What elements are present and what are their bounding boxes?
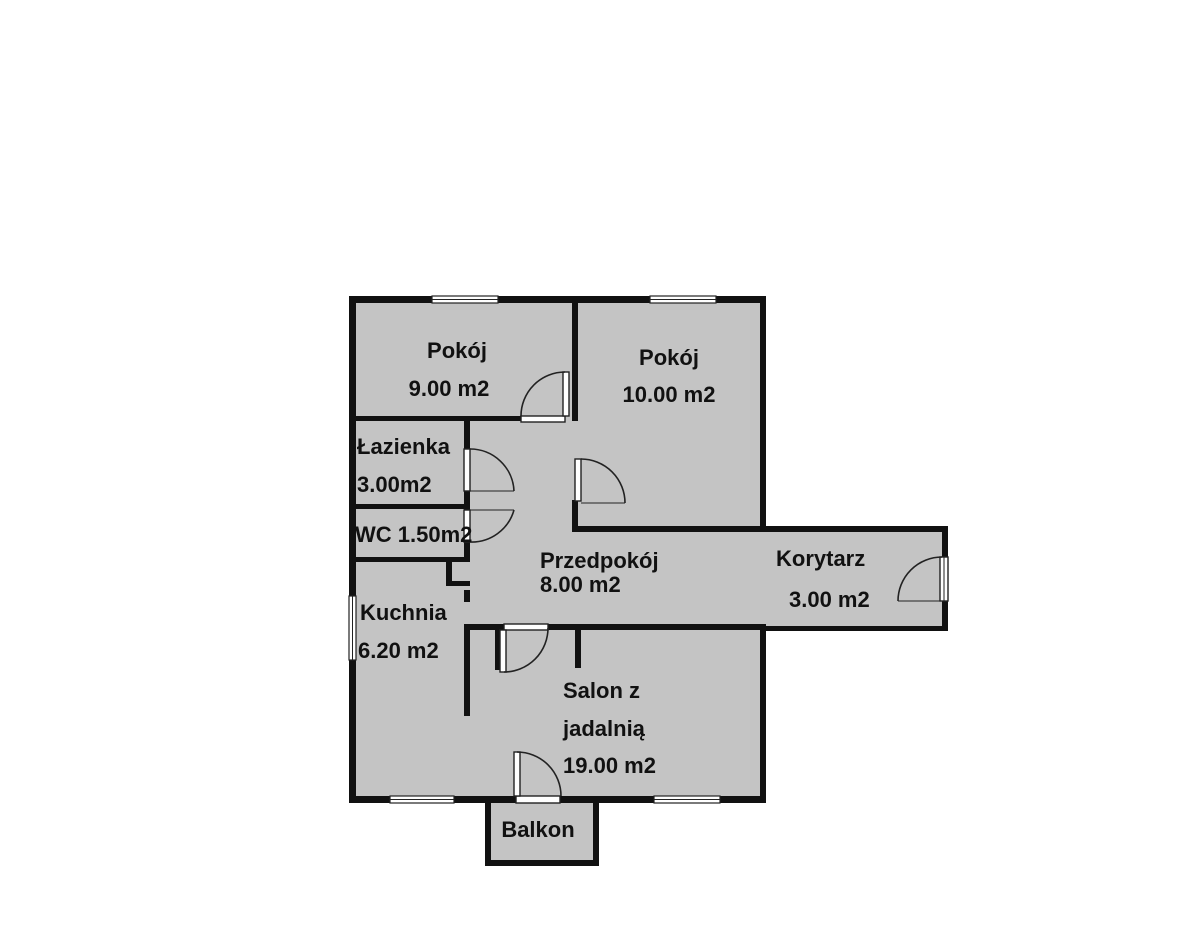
wall-bath-wc xyxy=(349,504,470,509)
label-pokoj1-area: 9.00 m2 xyxy=(409,376,490,401)
label-przedpokoj-area: 8.00 m2 xyxy=(540,572,621,597)
window-pokoj1 xyxy=(431,295,499,304)
door-wc xyxy=(463,509,515,543)
wall-outer-top xyxy=(349,296,766,303)
label-pokoj1-name: Pokój xyxy=(427,338,487,363)
wall-balkon-bottom xyxy=(485,860,599,866)
wall-salon-stub-right xyxy=(575,630,581,668)
door-korytarz xyxy=(897,556,949,602)
wall-kitchen-right-stub xyxy=(464,590,470,602)
label-korytarz-area: 3.00 m2 xyxy=(789,587,870,612)
wall-wc-bottom xyxy=(349,557,470,562)
label-przedpokoj-name: Przedpokój xyxy=(540,548,659,573)
wall-kitchen-jog-h xyxy=(446,581,470,586)
wall-wc-right-bottom xyxy=(464,540,470,562)
label-lazienka-name: Łazienka xyxy=(357,434,451,459)
wall-balkon-right xyxy=(593,796,599,866)
label-balkon: Balkon xyxy=(501,817,574,842)
label-salon-area: 19.00 m2 xyxy=(563,753,656,778)
door-salon xyxy=(499,623,549,673)
wall-bath-right-top xyxy=(464,421,470,451)
label-pokoj2-name: Pokój xyxy=(639,345,699,370)
balkon-floor xyxy=(486,797,596,865)
wall-pokoj2-bottom xyxy=(572,526,766,532)
wall-outer-right-upper xyxy=(760,296,766,531)
label-lazienka-area: 3.00m2 xyxy=(357,472,432,497)
wall-korytarz-top xyxy=(760,526,948,532)
wall-salon-stub-left xyxy=(495,630,501,670)
wall-pokoj2-left-lower xyxy=(572,500,578,532)
door-balkon xyxy=(513,751,562,804)
wall-pokoj1-bottom-left xyxy=(349,416,521,421)
door-lazienka xyxy=(463,448,515,492)
label-korytarz-name: Korytarz xyxy=(776,546,865,571)
wall-bath-right-bottom xyxy=(464,490,470,512)
door-pokoj1 xyxy=(520,371,570,423)
label-kuchnia-area: 6.20 m2 xyxy=(358,638,439,663)
window-kuchnia xyxy=(348,595,357,661)
window-pokoj2 xyxy=(649,295,717,304)
main-floor xyxy=(350,297,766,801)
doors xyxy=(463,371,949,804)
wall-kitchen-jog-v xyxy=(446,562,452,586)
floor-areas xyxy=(350,297,948,865)
wall-salon-top-left xyxy=(464,624,504,630)
wall-outer-left xyxy=(349,296,356,802)
wall-kitchen-salon xyxy=(464,624,470,716)
label-salon-name: Salon z xyxy=(563,678,640,703)
wall-salon-top-right xyxy=(547,624,766,630)
room-labels: Pokój 9.00 m2 Pokój 10.00 m2 Łazienka 3.… xyxy=(355,338,870,842)
label-kuchnia-name: Kuchnia xyxy=(360,600,448,625)
door-pokoj2 xyxy=(574,458,626,504)
wall-outer-right-lower xyxy=(760,627,766,802)
label-pokoj2-area: 10.00 m2 xyxy=(623,382,716,407)
korytarz-floor xyxy=(762,527,948,630)
wall-pokoj-divider xyxy=(572,303,578,421)
label-wc: WC 1.50m2 xyxy=(355,522,472,547)
window-salon-left xyxy=(389,795,455,804)
window-salon-right xyxy=(653,795,721,804)
wall-korytarz-bottom xyxy=(760,626,948,631)
wall-balkon-left xyxy=(485,796,491,866)
windows xyxy=(348,295,721,804)
label-salon-name-line2: jadalnią xyxy=(562,716,646,741)
